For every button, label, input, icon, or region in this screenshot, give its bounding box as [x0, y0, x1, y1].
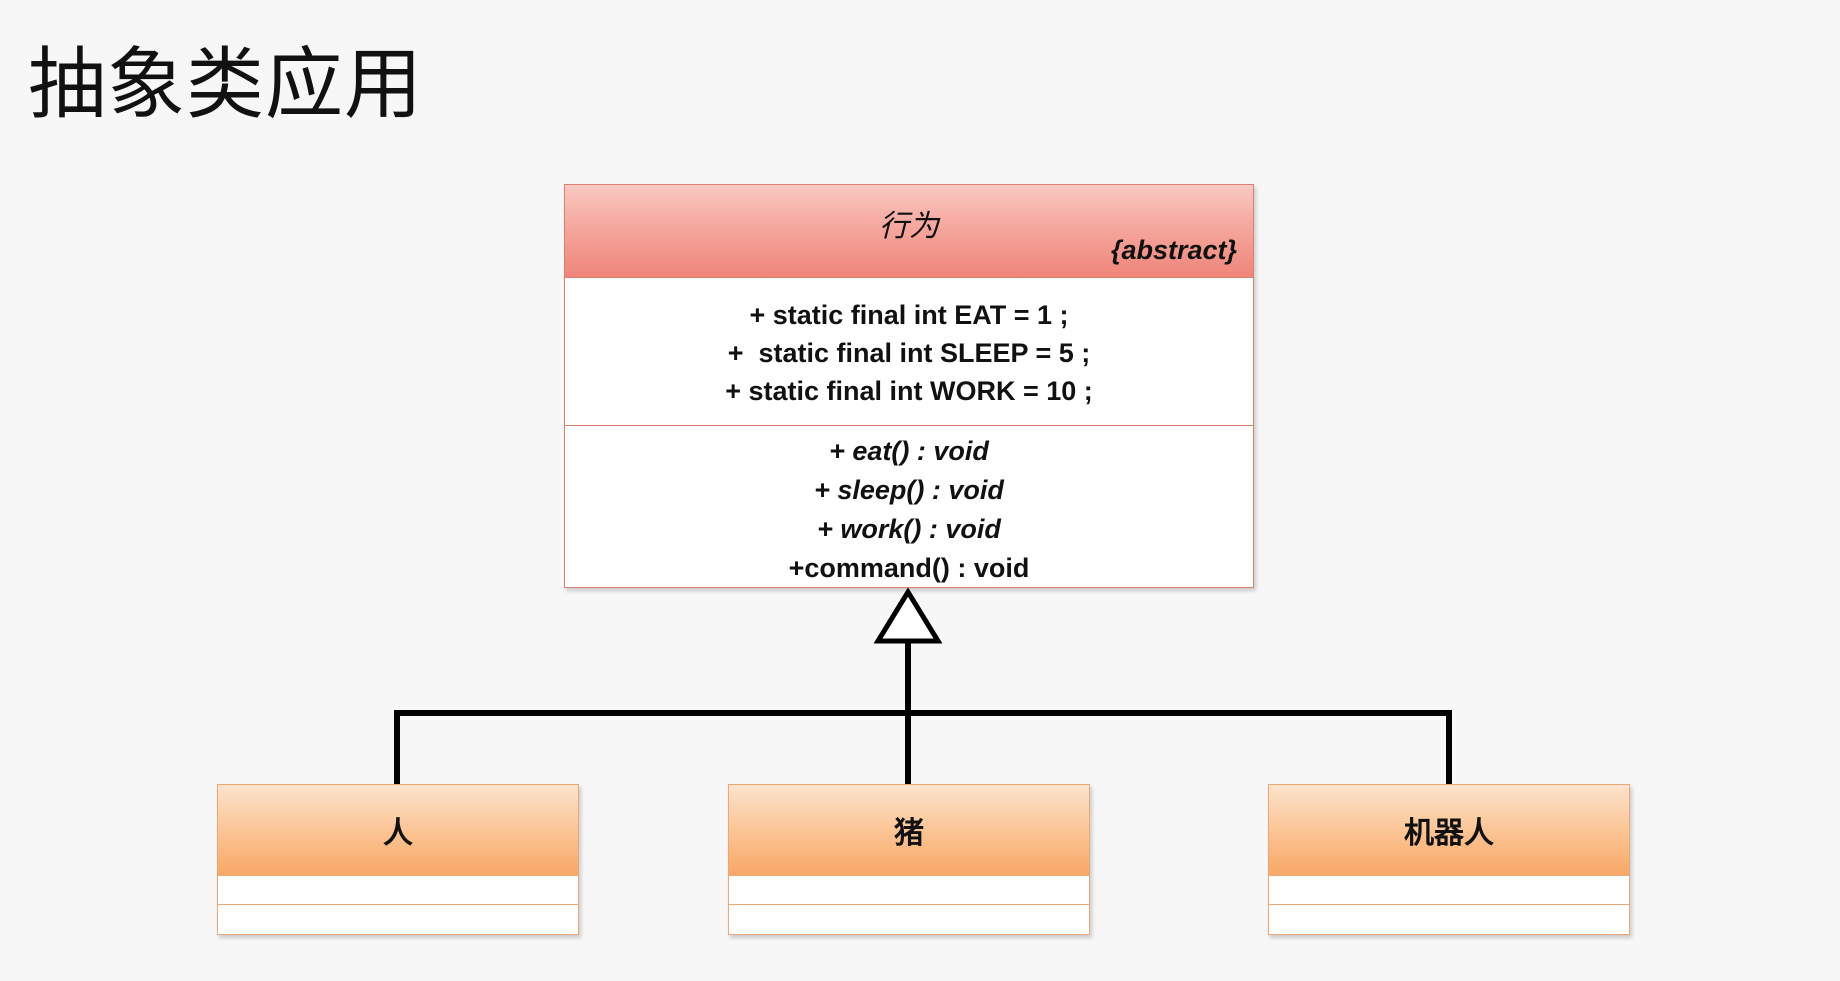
class-operations-person [218, 905, 578, 934]
operation-command: +command() : void [788, 553, 1030, 583]
operation-sleep: + sleep() : void [814, 475, 1004, 505]
class-box-robot: 机器人 [1268, 784, 1630, 935]
class-box-person: 人 [217, 784, 579, 935]
attributes-section: + static final int EAT = 1 ; + static fi… [565, 278, 1253, 426]
generalization-arrowhead [873, 587, 943, 644]
attribute-work: + static final int WORK = 10 ; [725, 376, 1093, 406]
abstract-class-name: 行为 [879, 209, 939, 244]
class-operations-robot [1269, 905, 1629, 934]
class-name-robot: 机器人 [1269, 785, 1629, 876]
class-name-pig: 猪 [729, 785, 1089, 876]
slide-title: 抽象类应用 [28, 40, 424, 130]
abstract-stereotype: {abstract} [1110, 235, 1237, 265]
attribute-eat: + static final int EAT = 1 ; [749, 300, 1069, 330]
attribute-sleep: + static final int SLEEP = 5 ; [727, 338, 1091, 368]
class-attributes-robot [1269, 876, 1629, 905]
operations-section: + eat() : void + sleep() : void + work()… [565, 426, 1253, 588]
class-name-person: 人 [218, 785, 578, 876]
class-attributes-person [218, 876, 578, 905]
class-attributes-pig [729, 876, 1089, 905]
class-box-pig: 猪 [728, 784, 1090, 935]
class-operations-pig [729, 905, 1089, 934]
operation-eat: + eat() : void [829, 436, 989, 466]
abstract-class-box: 行为 {abstract} + static final int EAT = 1… [564, 184, 1254, 588]
abstract-class-header: 行为 {abstract} [565, 185, 1253, 278]
operation-work: + work() : void [817, 514, 1001, 544]
